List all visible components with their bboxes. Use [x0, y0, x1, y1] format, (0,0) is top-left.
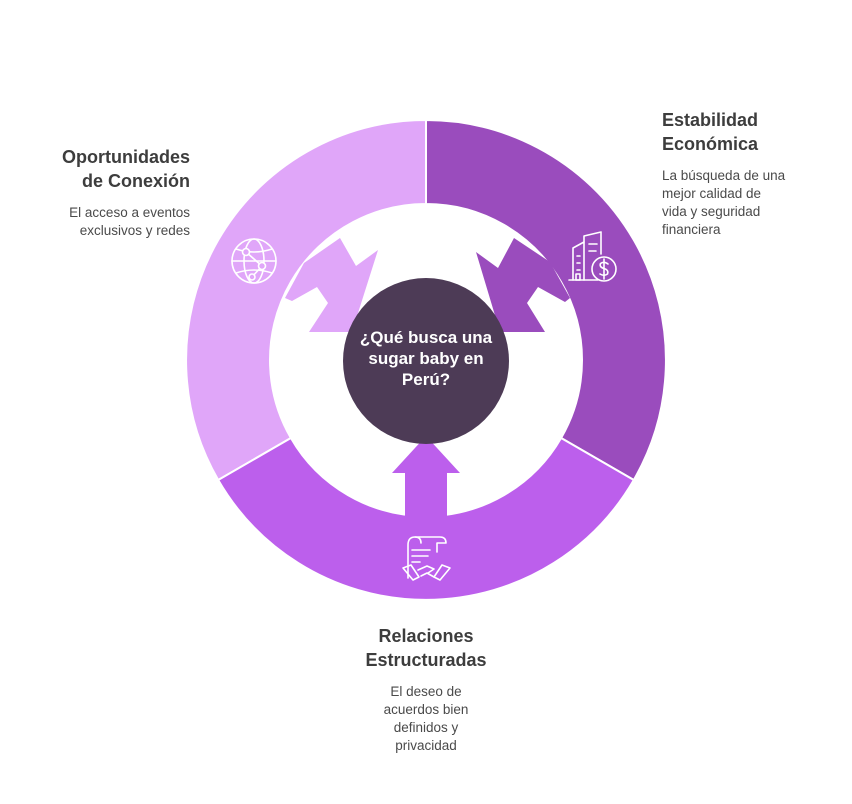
segment-estabilidad [425, 118, 667, 482]
estabilidad-title: Estabilidad Económica [662, 110, 759, 154]
oportunidades-title: Oportunidades de Conexión [61, 147, 190, 191]
center-label-line: sugar baby en [368, 349, 483, 368]
oportunidades-description: El acceso a eventos exclusivos y redes [69, 205, 190, 238]
center-circle [343, 278, 509, 444]
estabilidad-description: La búsqueda de una mejor calidad de vida… [662, 168, 786, 237]
contract-handshake-icon [402, 536, 451, 581]
arrow-estabilidad [476, 238, 570, 332]
center-label: ¿Qué busca una sugar baby en Perú? [360, 328, 493, 389]
arrow-relaciones [392, 436, 460, 520]
arrow-oportunidades [285, 238, 378, 332]
relaciones-description: El deseo de acuerdos bien definidos y pr… [383, 684, 469, 753]
segment-oportunidades [185, 118, 427, 482]
globe-network-icon [231, 238, 277, 284]
center-label-line: ¿Qué busca una [360, 328, 493, 347]
center-label-line: Perú? [402, 370, 450, 389]
relaciones-title: Relaciones Estructuradas [365, 626, 487, 670]
building-dollar-icon [568, 231, 617, 282]
